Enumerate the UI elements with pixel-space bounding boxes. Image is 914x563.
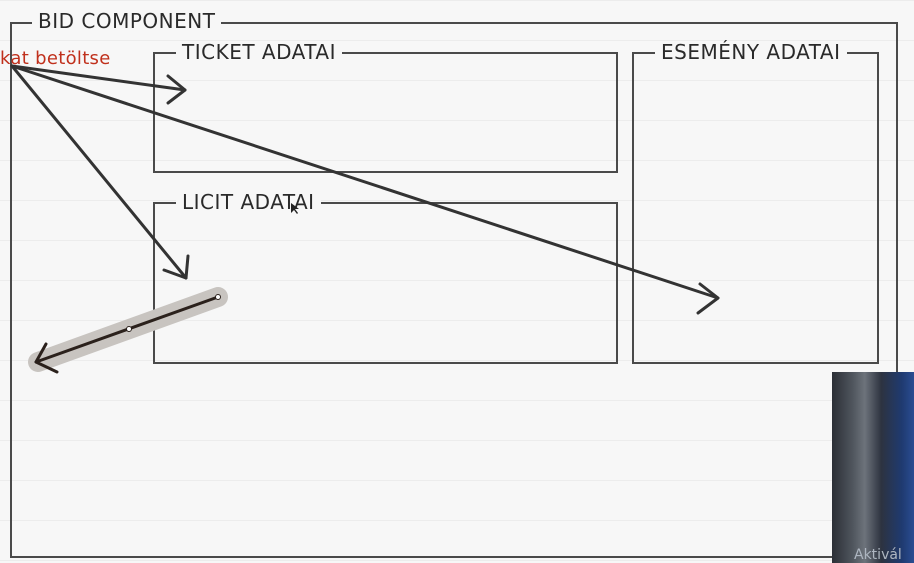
webcam-partial-text: Aktivál — [854, 547, 902, 563]
arrow-to-esemeny[interactable] — [10, 64, 720, 315]
licit-adatai-title: LICIT ADATAI — [176, 191, 321, 213]
esemeny-adatai-title: ESEMÉNY ADATAI — [655, 41, 847, 63]
bid-component-frame[interactable] — [10, 22, 898, 558]
ticket-adatai-title: TICKET ADATAI — [176, 41, 343, 63]
annotation-text[interactable]: kat betöltse — [0, 48, 111, 69]
mouse-cursor-icon — [291, 203, 299, 214]
webcam-overlay: Aktivál — [832, 372, 914, 563]
licit-adatai-frame[interactable] — [153, 202, 618, 364]
arrow-to-ticket[interactable] — [10, 64, 187, 105]
selected-arrow[interactable] — [28, 287, 228, 374]
arrow-end-handle[interactable] — [215, 294, 221, 300]
bid-component-title: BID COMPONENT — [32, 10, 222, 32]
arrow-to-licit[interactable] — [10, 64, 190, 280]
arrow-mid-handle[interactable] — [126, 326, 132, 332]
